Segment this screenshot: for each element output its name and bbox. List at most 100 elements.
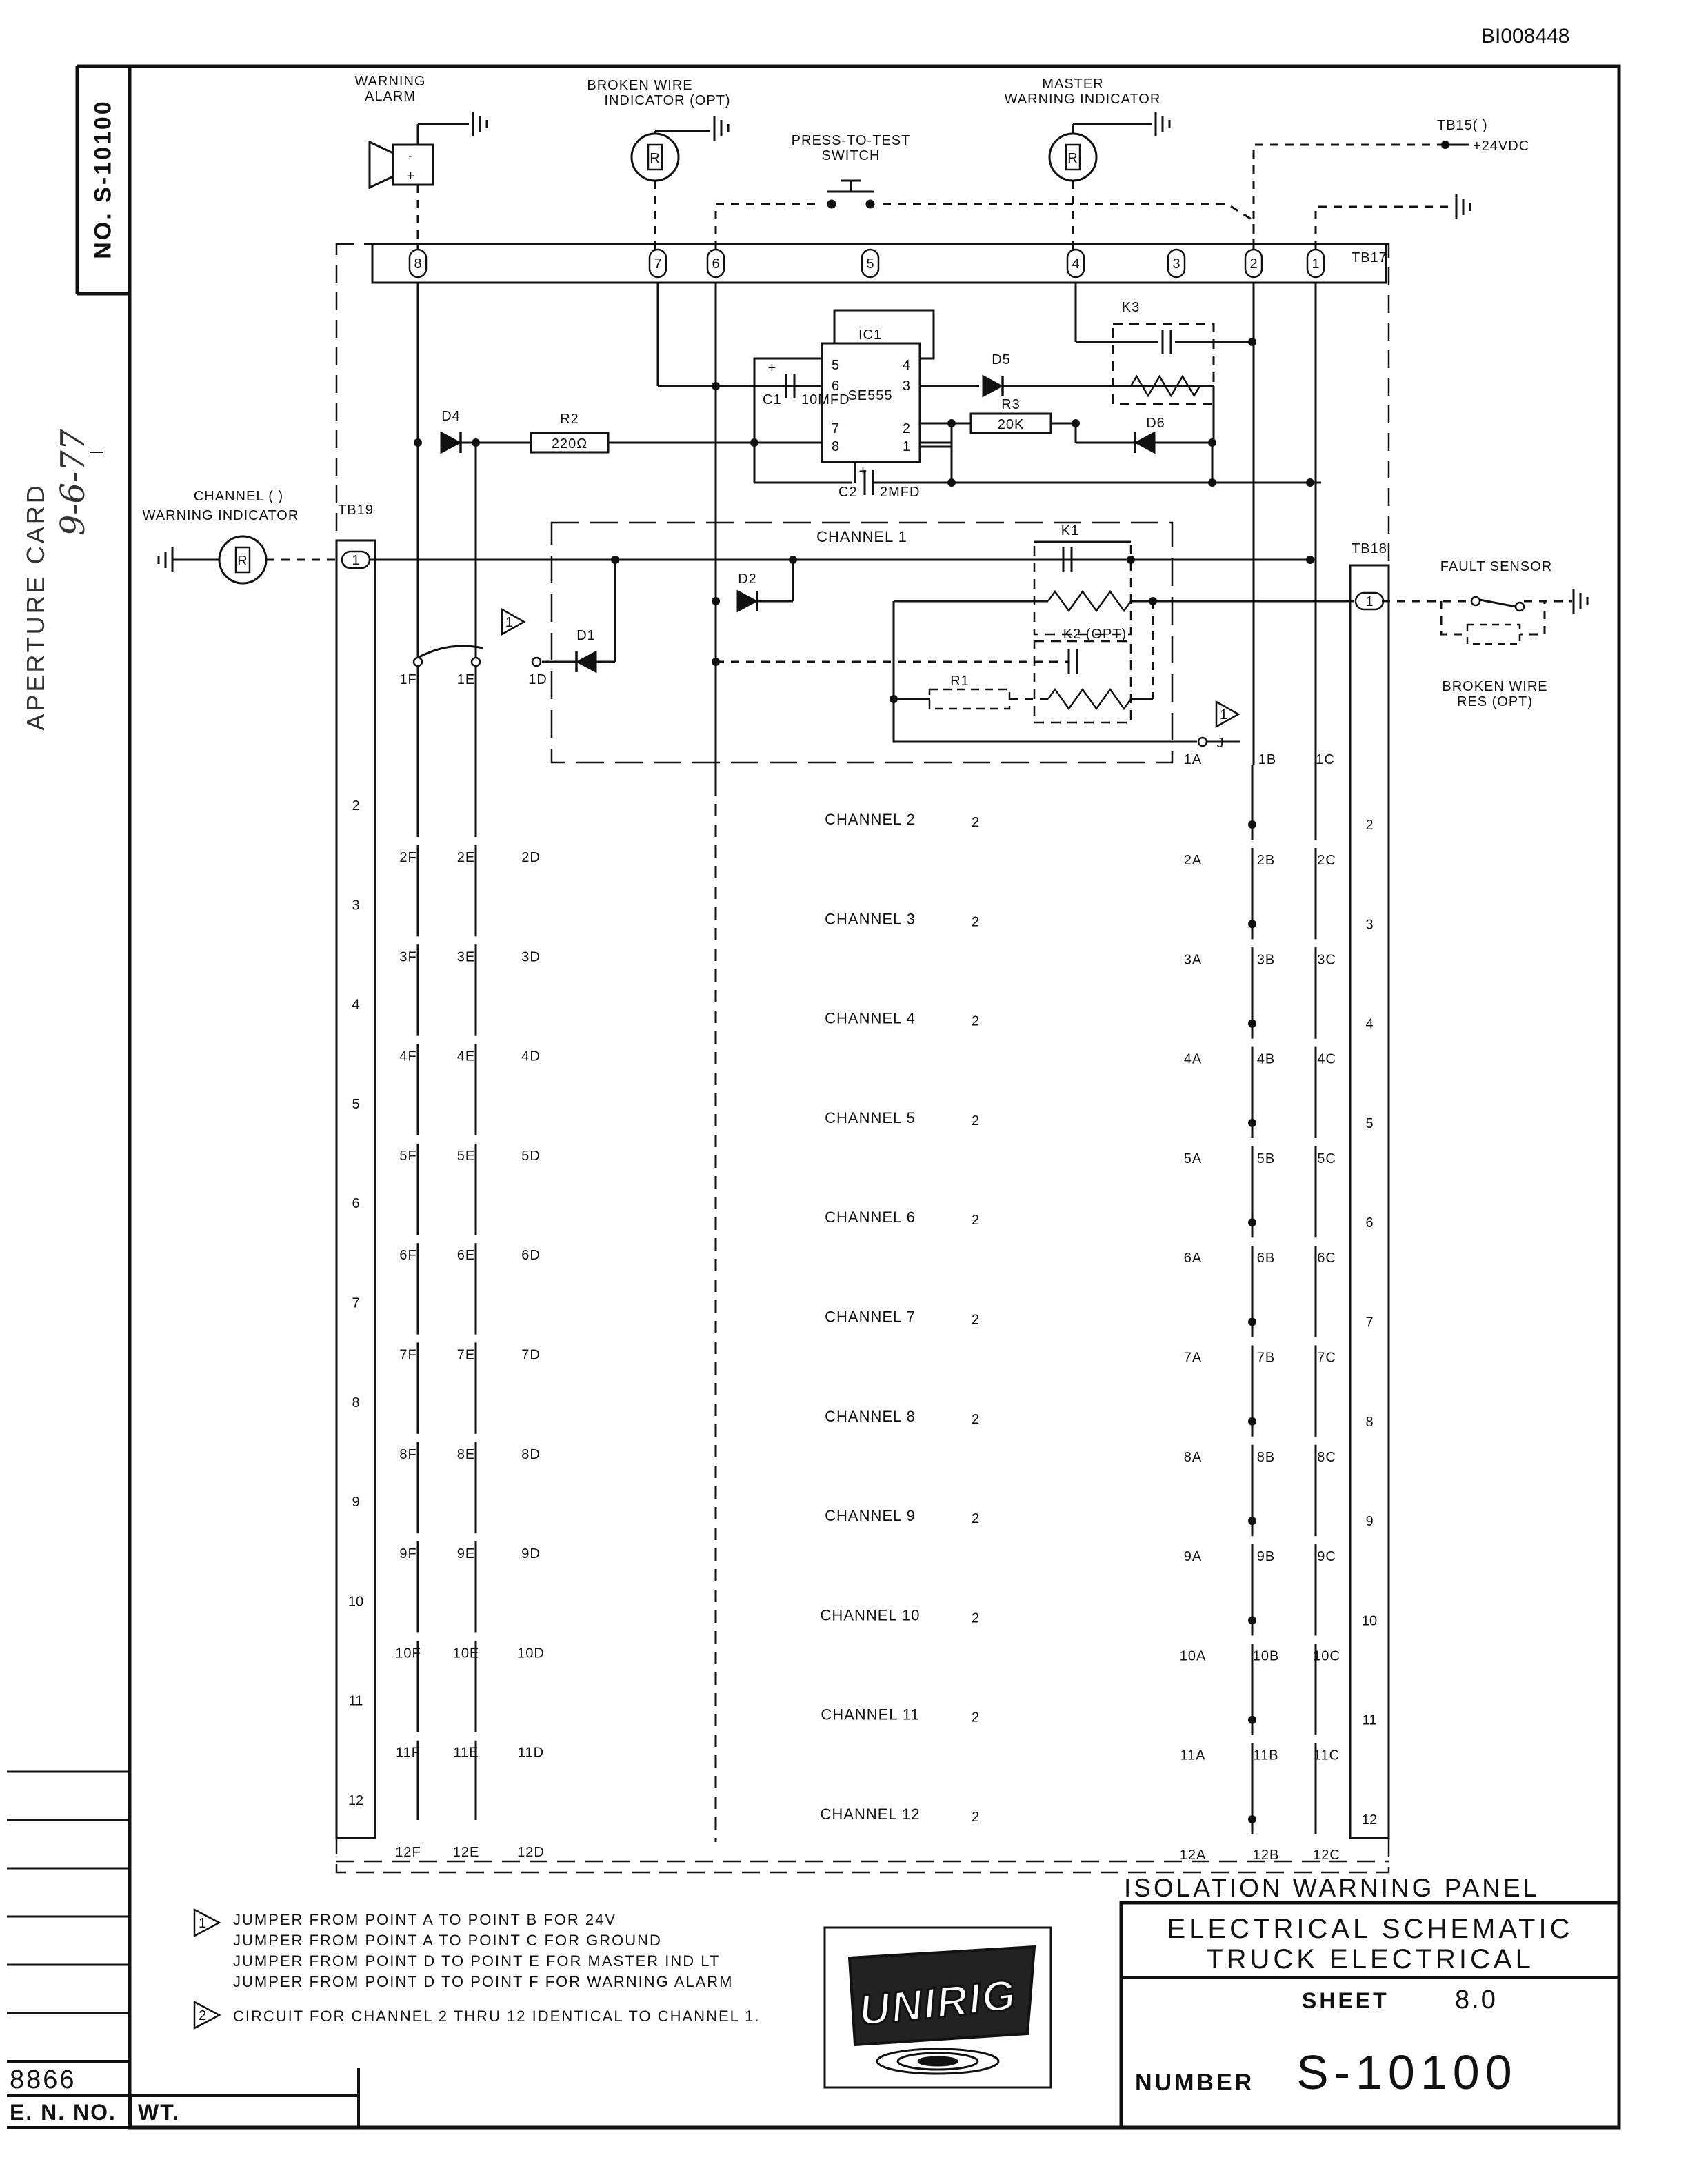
channel-3-point-3a-label: 3A — [1184, 952, 1202, 967]
channel-9-point-9d-ring — [536, 1533, 545, 1542]
tb17-terminal-7 — [648, 248, 667, 279]
tb19-terminal-6-label: 6 — [352, 1196, 359, 1211]
channel-7-point-c-ring — [1312, 1337, 1320, 1346]
note-2-marker — [193, 2000, 221, 2030]
panel-enclosure — [335, 243, 1390, 1874]
warning-alarm-speaker-icon — [368, 140, 434, 190]
channel-3-point-3e-label: 3E — [457, 949, 475, 964]
tb18-terminal-8-label: 8 — [1365, 1415, 1373, 1430]
channel-10-note-marker — [968, 1605, 990, 1630]
channel-5-note-marker — [968, 1107, 990, 1133]
tb17-terminal-4-label: 4 — [1072, 256, 1079, 272]
ptt-label-1: PRESS-TO-TEST — [792, 133, 911, 148]
supply-label: +24VDC — [1473, 139, 1529, 154]
side-part-number: 8866 — [10, 2065, 77, 2094]
pin1-wire — [920, 445, 953, 455]
jumper-j-label: J — [1217, 736, 1225, 751]
channel-5-point-5f-ring — [414, 1135, 422, 1144]
channel-5-note-marker-label: 2 — [972, 1113, 980, 1129]
k1-coil-icon — [1047, 589, 1132, 613]
jumper-1f-1e-arc — [417, 645, 483, 659]
channel-6-bus-junction — [1248, 1218, 1256, 1227]
c2-label: C2 — [838, 485, 858, 500]
channel-7-point-7f-label: 7F — [399, 1348, 416, 1363]
tb18-terminal-8 — [1356, 1413, 1383, 1430]
tb19-terminal-5-label: 5 — [352, 1097, 359, 1112]
c2-value: 2MFD — [880, 485, 920, 500]
channel-10-point-c-ring — [1312, 1635, 1320, 1644]
point-1d-ring — [531, 656, 542, 667]
channel-8-note-marker — [968, 1406, 990, 1431]
ic1-body — [821, 342, 921, 463]
channel-5-point-5b-label: 5B — [1257, 1151, 1275, 1166]
side-en-number-label: E. N. NO. — [10, 2100, 117, 2125]
channel-6-point-a-ring — [1193, 1237, 1201, 1246]
channel-5-point-5e-label: 5E — [457, 1149, 475, 1164]
channel-8-point-b-ring — [1248, 1436, 1256, 1445]
channel-8-point-8a-label: 8A — [1184, 1450, 1202, 1465]
channel-10-point-a-ring — [1193, 1635, 1201, 1644]
channel-10-point-10d-ring — [536, 1632, 545, 1641]
k3-label: K3 — [1122, 300, 1140, 315]
channel-10-label: CHANNEL 10 — [821, 1606, 921, 1624]
tb19-terminal-9 — [342, 1493, 370, 1510]
channel-12-point-12f-label: 12F — [395, 1845, 421, 1860]
r1-resistor-icon — [928, 688, 1011, 710]
channel-6-point-6b-label: 6B — [1257, 1251, 1275, 1266]
alarm-plus: + — [407, 169, 416, 184]
channel-9-point-c-ring — [1312, 1536, 1320, 1545]
title-line-2: TRUCK ELECTRICAL — [1206, 1944, 1534, 1974]
tb18-terminal-4 — [1356, 1015, 1383, 1032]
broken-wire-label-2: INDICATOR (OPT) — [604, 93, 730, 108]
channel-11-point-11c-label: 11C — [1314, 1748, 1340, 1763]
channel-5-point-5a-label: 5A — [1184, 1151, 1202, 1166]
channel-6-point-6d-label: 6D — [521, 1248, 541, 1263]
jumper-note-marker-label: 1 — [505, 615, 514, 630]
channel-5-point-b-ring — [1248, 1138, 1256, 1146]
channel-10-point-10c-label: 10C — [1313, 1648, 1340, 1664]
tb17-terminal-6-label: 6 — [712, 256, 719, 272]
channel-11-point-a-ring — [1193, 1735, 1201, 1743]
channel-10-point-10f-label: 10F — [395, 1646, 421, 1661]
channel-12-label: CHANNEL 12 — [821, 1806, 921, 1823]
ic1-pin-3-3: 3 — [903, 378, 910, 394]
channel-6-point-6d-ring — [536, 1235, 545, 1244]
channel-8-label: CHANNEL 8 — [825, 1408, 916, 1425]
channel-3-bus-junction — [1248, 920, 1256, 929]
r2-value: 220Ω — [552, 436, 587, 452]
channel-indicator-ground-icon — [157, 547, 174, 572]
channel-9-point-9f-ring — [414, 1533, 422, 1542]
title-line-1: ELECTRICAL SCHEMATIC — [1167, 1914, 1574, 1944]
tb18-terminal-3-label: 3 — [1365, 917, 1373, 932]
number-value: S-10100 — [1296, 2045, 1518, 2099]
tb19-strip — [335, 539, 376, 1839]
channel-10-point-b-ring — [1248, 1635, 1256, 1644]
tb18-label: TB18 — [1352, 541, 1387, 556]
drawing-border — [128, 64, 1621, 2130]
channel-2-point-2f-ring — [414, 837, 422, 845]
channel-3-point-3f-ring — [414, 936, 422, 945]
channel-2-point-c-ring — [1312, 840, 1320, 848]
channel-6-point-b-ring — [1248, 1237, 1256, 1246]
tb18-terminal-5-label: 5 — [1365, 1116, 1373, 1131]
channel-5-point-5d-ring — [536, 1135, 545, 1144]
tb19-terminal-11-label: 11 — [349, 1694, 363, 1709]
d4-diode-icon — [440, 431, 462, 454]
ic1-pin-6-2: 6 — [832, 378, 839, 394]
tb15-supply-wire — [1252, 143, 1445, 250]
point-1a-ring — [1197, 736, 1208, 747]
channel-2-point-2a-label: 2A — [1184, 853, 1202, 868]
d6-diode-icon — [1134, 431, 1156, 454]
channel-9-label: CHANNEL 9 — [825, 1507, 916, 1524]
channel-8-point-8f-label: 8F — [399, 1447, 416, 1462]
unirig-logo-icon — [847, 1945, 1036, 2075]
channel-3-point-3d-label: 3D — [521, 949, 541, 964]
channel-8-point-8e-label: 8E — [457, 1447, 475, 1462]
tb18-terminal-2-label: 2 — [1365, 818, 1373, 833]
channel-5-point-5e-ring — [472, 1135, 480, 1144]
channel-9-note-marker-label: 2 — [972, 1511, 980, 1526]
note-2: CIRCUIT FOR CHANNEL 2 THRU 12 IDENTICAL … — [233, 2008, 761, 2025]
k1-enclosure — [1033, 540, 1132, 636]
